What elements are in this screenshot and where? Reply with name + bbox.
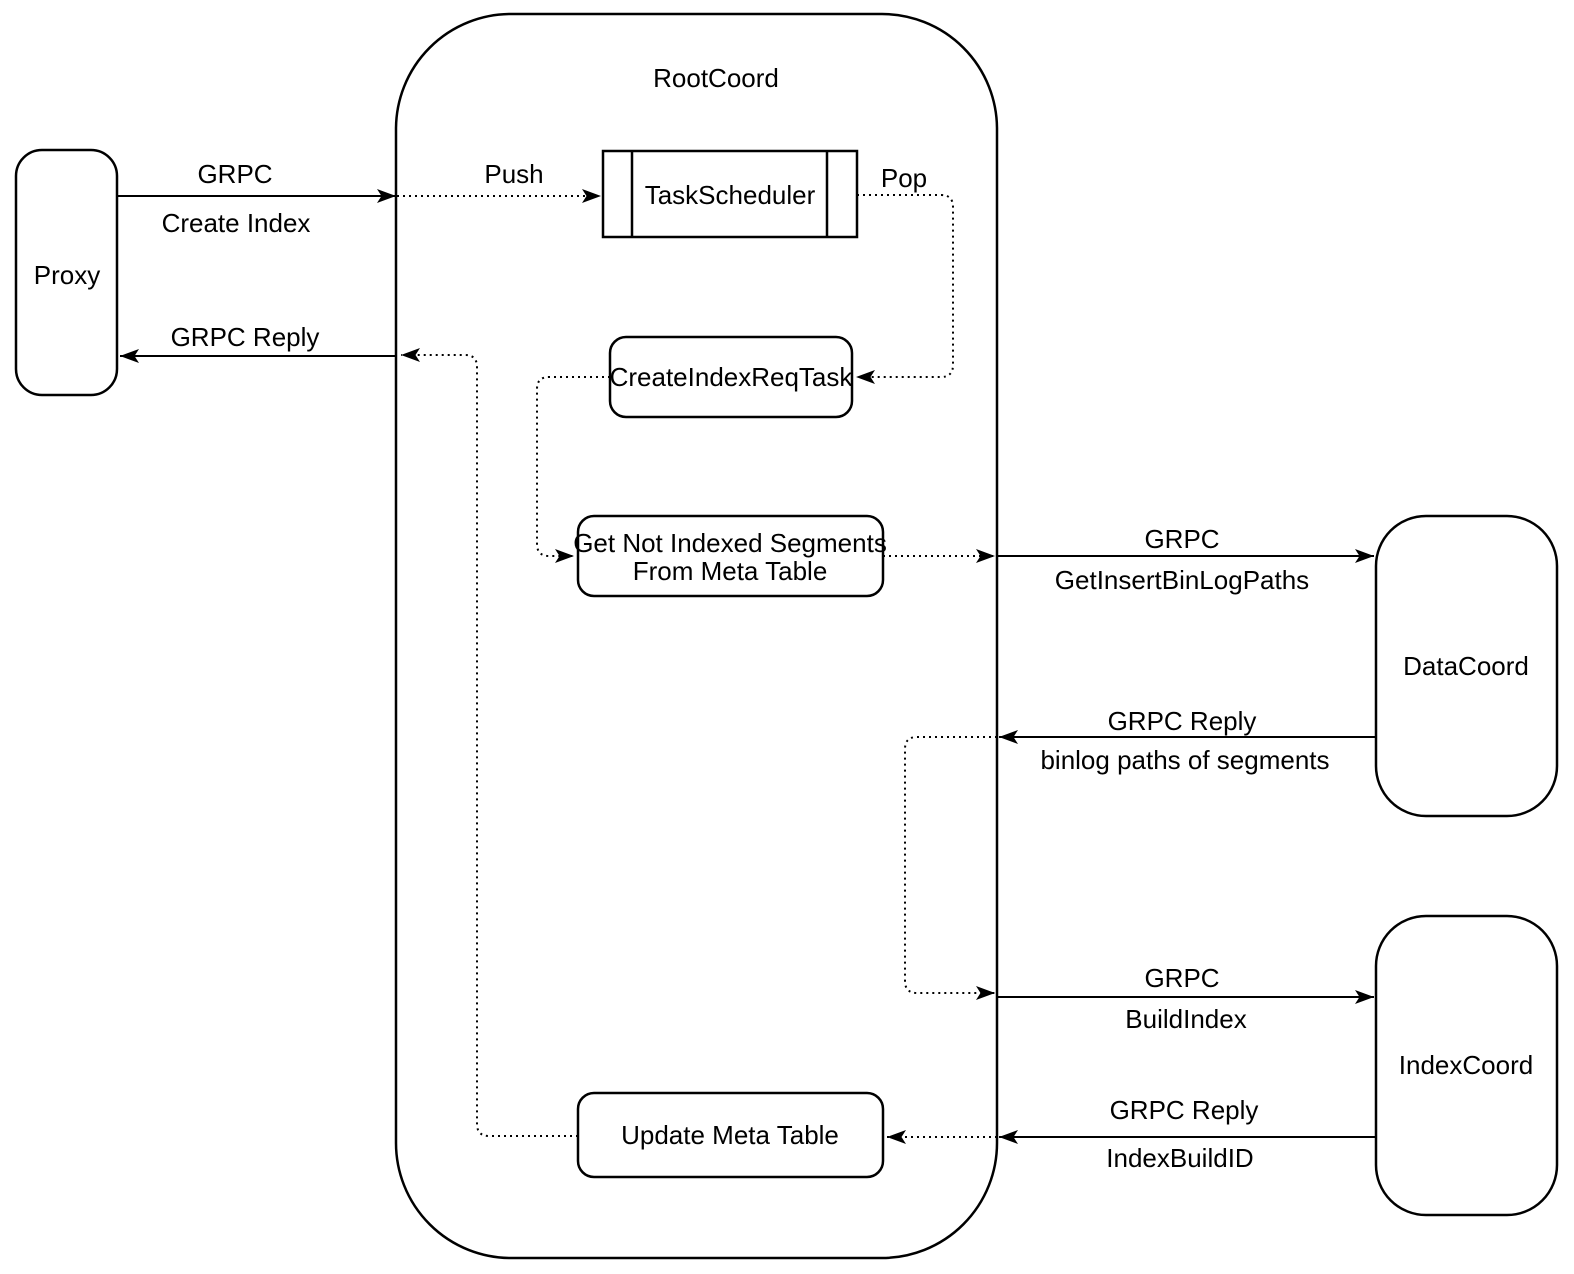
data-coord-box xyxy=(1374,514,1559,818)
get-not-indexed-segments-label-line1: Get Not Indexed Segments xyxy=(573,528,887,558)
push-label: Push xyxy=(484,159,543,189)
edge-index-build-id-reply: GRPC Reply IndexBuildID xyxy=(999,1095,1376,1173)
rootcoord-border xyxy=(394,12,999,1260)
index-build-id-reply-label-line2: IndexBuildID xyxy=(1106,1143,1253,1173)
build-index-label-line2: BuildIndex xyxy=(1125,1004,1246,1034)
node-get-not-indexed-segments: Get Not Indexed Segments From Meta Table xyxy=(573,514,887,598)
edge-build-index: GRPC BuildIndex xyxy=(997,963,1374,1034)
node-update-meta-table: Update Meta Table xyxy=(576,1091,885,1179)
edge-reqtask-to-get-segments xyxy=(536,376,610,563)
edge-internal-reply-to-buildindex xyxy=(904,736,997,1000)
pop-label: Pop xyxy=(881,163,927,193)
update-meta-to-reply-path xyxy=(401,348,578,1137)
container-rootcoord: RootCoord xyxy=(394,12,999,1260)
edge-push: Push xyxy=(397,159,601,203)
grpc-create-index-label-line1: GRPC xyxy=(197,159,272,189)
index-coord-label: IndexCoord xyxy=(1399,1050,1533,1080)
rootcoord-title: RootCoord xyxy=(653,63,779,93)
reqtask-to-get-segments-arrow xyxy=(536,376,610,563)
node-task-scheduler: TaskScheduler xyxy=(601,149,859,239)
grpc-reply-to-proxy-label: GRPC Reply xyxy=(171,322,320,352)
node-create-index-req-task: CreateIndexReqTask xyxy=(608,335,854,419)
task-scheduler-label: TaskScheduler xyxy=(645,180,816,210)
get-insert-binlog-paths-label-line2: GetInsertBinLogPaths xyxy=(1055,565,1309,595)
build-index-label-line1: GRPC xyxy=(1144,963,1219,993)
node-index-coord: IndexCoord xyxy=(1374,914,1559,1217)
update-meta-table-label: Update Meta Table xyxy=(621,1120,839,1150)
proxy-label: Proxy xyxy=(34,260,100,290)
binlog-paths-reply-label-line1: GRPC Reply xyxy=(1108,706,1257,736)
internal-reply-to-buildindex-path xyxy=(904,736,997,1000)
node-data-coord: DataCoord xyxy=(1374,514,1559,818)
edge-binlog-paths-reply: GRPC Reply binlog paths of segments xyxy=(999,706,1376,775)
data-coord-label: DataCoord xyxy=(1403,651,1529,681)
edge-get-insert-binlog-paths: GRPC GetInsertBinLogPaths xyxy=(997,524,1374,595)
edge-grpc-reply-to-proxy: GRPC Reply xyxy=(120,322,396,363)
binlog-paths-reply-label-line2: binlog paths of segments xyxy=(1040,745,1329,775)
edge-update-meta-to-reply xyxy=(401,348,578,1137)
index-coord-box xyxy=(1374,914,1559,1217)
get-insert-binlog-paths-label-line1: GRPC xyxy=(1144,524,1219,554)
node-proxy: Proxy xyxy=(14,148,119,397)
pop-arrow xyxy=(856,194,954,384)
grpc-create-index-label-line2: Create Index xyxy=(162,208,311,238)
index-build-id-reply-label-line1: GRPC Reply xyxy=(1110,1095,1259,1125)
proxy-box xyxy=(14,148,119,397)
create-index-req-task-label: CreateIndexReqTask xyxy=(610,362,854,392)
edge-grpc-create-index: GRPC Create Index xyxy=(117,159,396,238)
edge-pop: Pop xyxy=(856,163,954,384)
get-not-indexed-segments-label-line2: From Meta Table xyxy=(633,556,828,586)
task-scheduler-box xyxy=(601,149,859,239)
